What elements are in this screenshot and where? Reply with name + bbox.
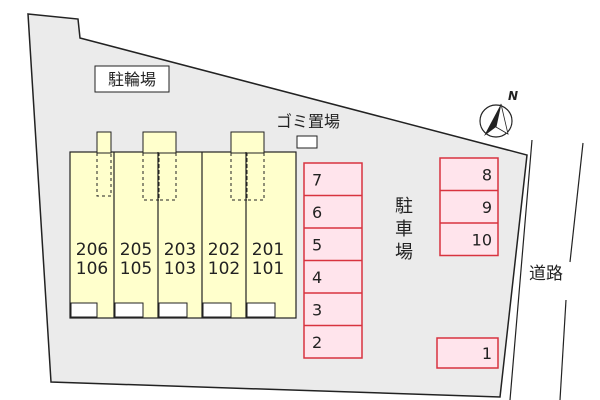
parking-space-number: 10 xyxy=(472,230,492,249)
parking-column-frame xyxy=(439,157,499,257)
parking-spaces-left: 7 6 5 4 3 2 xyxy=(303,162,363,359)
building-protrusion-2 xyxy=(142,131,177,154)
building-outline xyxy=(69,151,297,319)
unit-upper-number: 206 xyxy=(76,240,108,260)
unit-dividers xyxy=(113,152,247,318)
unit-bottom-strips xyxy=(70,302,276,318)
parking-space-single: 1 xyxy=(436,337,499,369)
parking-lot-char: 駐 xyxy=(395,196,413,217)
parking-lot-char: 車 xyxy=(395,219,413,240)
parking-space-number: 2 xyxy=(312,333,322,352)
compass-icon: N xyxy=(479,89,518,138)
parking-spaces-right: 8 9 10 xyxy=(439,157,499,257)
building-protrusion-1 xyxy=(96,131,112,154)
road-edge-left xyxy=(509,139,533,400)
road-edge-right-lower xyxy=(559,299,567,400)
unit-lower-number: 105 xyxy=(120,259,152,279)
parking-space-number: 6 xyxy=(312,203,322,222)
unit-upper-number: 201 xyxy=(252,240,284,260)
unit-upper-number: 205 xyxy=(120,240,152,260)
parking-lot-label: 駐車場 xyxy=(395,196,413,263)
parking-space-frame xyxy=(436,337,499,369)
unit-lower-number: 101 xyxy=(252,259,284,279)
bicycle-parking-label: 駐輪場 xyxy=(108,70,156,89)
compass-north-label: N xyxy=(508,89,518,103)
parking-space-number: 8 xyxy=(482,165,492,184)
unit-upper-number: 203 xyxy=(164,240,196,260)
parking-lot-char: 場 xyxy=(395,242,413,263)
dashed-markings xyxy=(96,153,265,201)
unit-lower-number: 102 xyxy=(208,259,240,279)
garbage-area-label: ゴミ置場 xyxy=(276,112,340,131)
parking-space-number: 3 xyxy=(312,300,322,319)
unit-upper-number: 202 xyxy=(208,240,240,260)
unit-lower-number: 106 xyxy=(76,259,108,279)
road-label: 道路 xyxy=(529,264,563,284)
garbage-area-box xyxy=(296,135,318,149)
parking-space-number: 4 xyxy=(312,268,322,287)
road-edge-right xyxy=(569,142,584,263)
parking-space-number: 5 xyxy=(312,235,322,254)
parking-space-number: 1 xyxy=(482,344,492,363)
parking-space-number: 7 xyxy=(312,170,322,189)
parking-space-number: 9 xyxy=(482,198,492,217)
building-protrusion-3 xyxy=(230,131,265,154)
bicycle-parking-box xyxy=(94,65,170,93)
unit-lower-number: 103 xyxy=(164,259,196,279)
